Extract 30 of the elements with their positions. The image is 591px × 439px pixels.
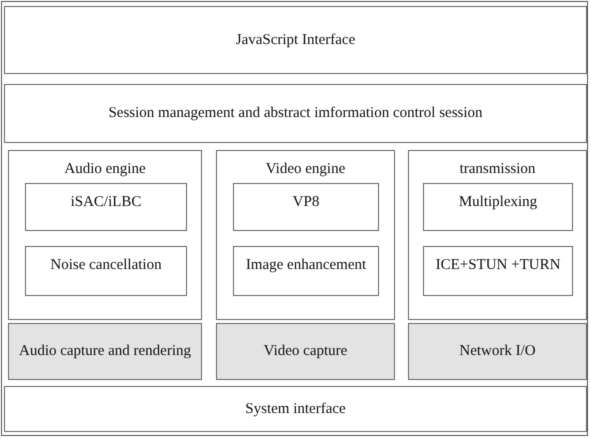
engine-panel — [8, 150, 202, 320]
box-label: ICE+STUN +TURN — [434, 256, 562, 275]
engine-panel — [408, 150, 587, 320]
module-box — [423, 246, 573, 296]
box-label: Multiplexing — [458, 193, 538, 212]
engine-panel — [216, 150, 395, 320]
hardware-layer-box — [408, 323, 587, 380]
box-label: Network I/O — [458, 342, 537, 361]
hardware-layer-box — [8, 323, 202, 380]
layer-box — [4, 386, 587, 432]
box-label: Video capture — [262, 342, 348, 361]
module-box — [423, 183, 573, 231]
module-box — [25, 246, 187, 296]
module-box — [233, 246, 379, 296]
panel-title: Audio engine — [63, 160, 147, 179]
box-label: JavaScript Interface — [234, 30, 356, 50]
layer-box — [4, 6, 587, 74]
hardware-layer-box — [216, 323, 395, 380]
box-label: Noise cancellation — [49, 256, 163, 275]
panel-title: transmission — [458, 160, 536, 179]
box-label: Image enhancement — [244, 256, 368, 275]
layer-box — [4, 84, 587, 143]
module-box — [233, 183, 379, 231]
box-label: System interface — [244, 400, 347, 418]
box-label: VP8 — [292, 193, 320, 212]
box-label: Audio capture and rendering — [18, 342, 192, 361]
panel-title: Video engine — [264, 160, 346, 179]
box-label: iSAC/iLBC — [70, 193, 142, 212]
box-label: Session management and abstract imformation control session — [107, 104, 484, 123]
module-box — [25, 183, 187, 231]
